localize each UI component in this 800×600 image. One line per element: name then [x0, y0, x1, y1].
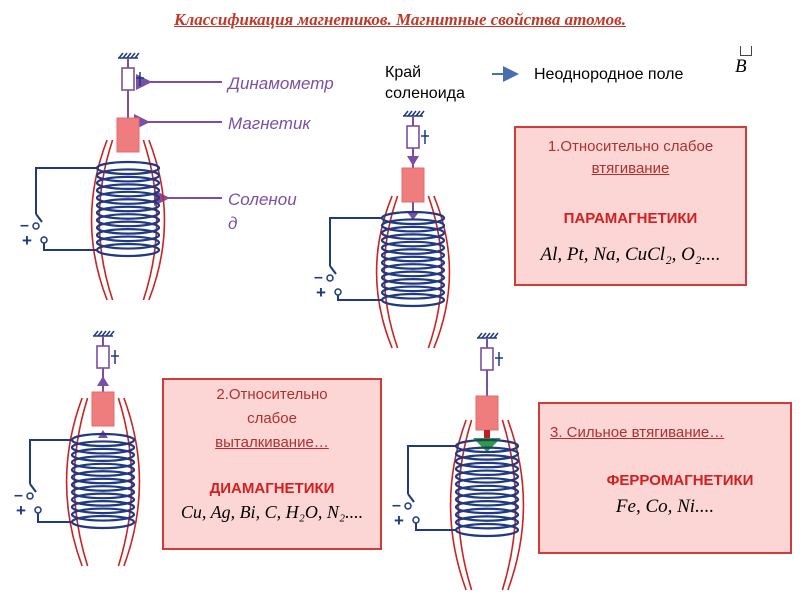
minus-sign: – — [314, 269, 323, 286]
terminal-minus-icon — [32, 222, 40, 230]
ferromagnetic-heading: ФЕРРОМАГНЕТИКИ — [606, 472, 754, 489]
pull-arrow-icon — [407, 212, 419, 220]
ceiling-mount — [477, 332, 499, 339]
magnet-block — [116, 117, 140, 153]
minus-sign: – — [392, 497, 401, 514]
solenoid-coil — [95, 160, 161, 258]
paramagnetic-box: 1.Относительно слабое втягивание ПАРАМАГ… — [514, 126, 747, 286]
dynamometer-label: Динамометр — [228, 74, 334, 93]
ferromagnetic-line1: 3. Сильное втягивание… — [550, 424, 725, 441]
ceiling-mount — [118, 52, 140, 59]
solenoid-coil — [70, 432, 136, 530]
diamagnetic-heading: ДИАМАГНЕТИКИ — [209, 480, 335, 497]
dynamometer — [96, 336, 119, 392]
paramagnetic-heading: ПАРАМАГНЕТИКИ — [563, 210, 698, 227]
plus-sign: + — [316, 283, 326, 302]
terminal-plus-icon — [334, 288, 342, 296]
terminal-minus-icon — [26, 492, 34, 500]
terminal-minus-icon — [326, 274, 334, 282]
push-arrow-icon — [97, 376, 109, 386]
strong-arrow-shaft — [484, 430, 490, 440]
apparatus-1: –+ — [20, 52, 166, 301]
vector-mark-icon — [740, 46, 752, 56]
minus-sign: – — [20, 217, 29, 234]
magnet-block — [475, 395, 499, 431]
field-lines — [90, 139, 166, 301]
switch-icon — [29, 483, 37, 493]
diamagnetic-box: 2.Относительно слабое выталкивание… ДИАМ… — [162, 378, 382, 550]
solenoid-label-line2: д — [228, 214, 238, 233]
magnet-block — [91, 391, 115, 427]
diamagnetic-line1: 2.Относительно — [216, 386, 328, 403]
lead-wires — [29, 439, 72, 523]
terminal-plus-icon — [34, 506, 42, 514]
apparatus-3: –+ — [14, 330, 141, 567]
paramagnetic-line2: втягивание — [591, 160, 670, 177]
diamagnetic-formula: Cu, Ag, Bi, C, H₂O, N₂.... — [180, 502, 364, 522]
page-title: Классификация магнетиков. Магнитные свой… — [174, 10, 626, 29]
switch-icon — [407, 493, 415, 503]
edge-label-line1: Край — [385, 64, 422, 81]
solenoid-coil — [454, 438, 520, 538]
dynamometer — [480, 338, 503, 396]
diamagnetic-line2: слабое — [247, 410, 297, 427]
paramagnetic-line1: 1.Относительно слабое — [547, 138, 714, 155]
dynamometer — [121, 58, 144, 118]
edge-label-line2: соленоида — [385, 85, 465, 102]
plus-sign: + — [16, 501, 26, 520]
magnet-label: Магнетик — [228, 114, 311, 133]
strong-pull-arrow-icon — [473, 438, 501, 452]
field-symbol: B — [735, 46, 752, 78]
terminal-plus-icon — [40, 236, 48, 244]
apparatus-2: –+ — [314, 110, 451, 349]
ferromagnetic-formula: Fe, Co, Ni.... — [615, 496, 715, 517]
diamagnetic-line3: выталкивание… — [215, 434, 329, 451]
nonuniform-field-label: Неоднородное поле — [534, 66, 684, 83]
paramagnetic-formula: Al, Pt, Na, CuCl₂, O₂.... — [540, 244, 721, 265]
lead-wires — [329, 217, 382, 301]
ceiling-mount — [403, 110, 425, 117]
solenoid-coil — [380, 210, 446, 308]
ceiling-mount — [93, 330, 115, 337]
pull-arrow-icon — [407, 156, 419, 166]
plus-sign: + — [394, 511, 404, 530]
minus-sign: – — [14, 487, 23, 504]
terminal-plus-icon — [412, 516, 420, 524]
switch-icon — [35, 213, 43, 223]
solenoid-label-line1: Соленои — [228, 190, 297, 209]
ferromagnetic-box: 3. Сильное втягивание… ФЕРРОМАГНЕТИКИ Fe… — [538, 402, 792, 554]
switch-icon — [329, 265, 337, 275]
magnet-block — [401, 167, 425, 203]
apparatus-4: –+ — [392, 332, 525, 591]
plus-sign: + — [22, 231, 32, 250]
terminal-minus-icon — [404, 502, 412, 510]
